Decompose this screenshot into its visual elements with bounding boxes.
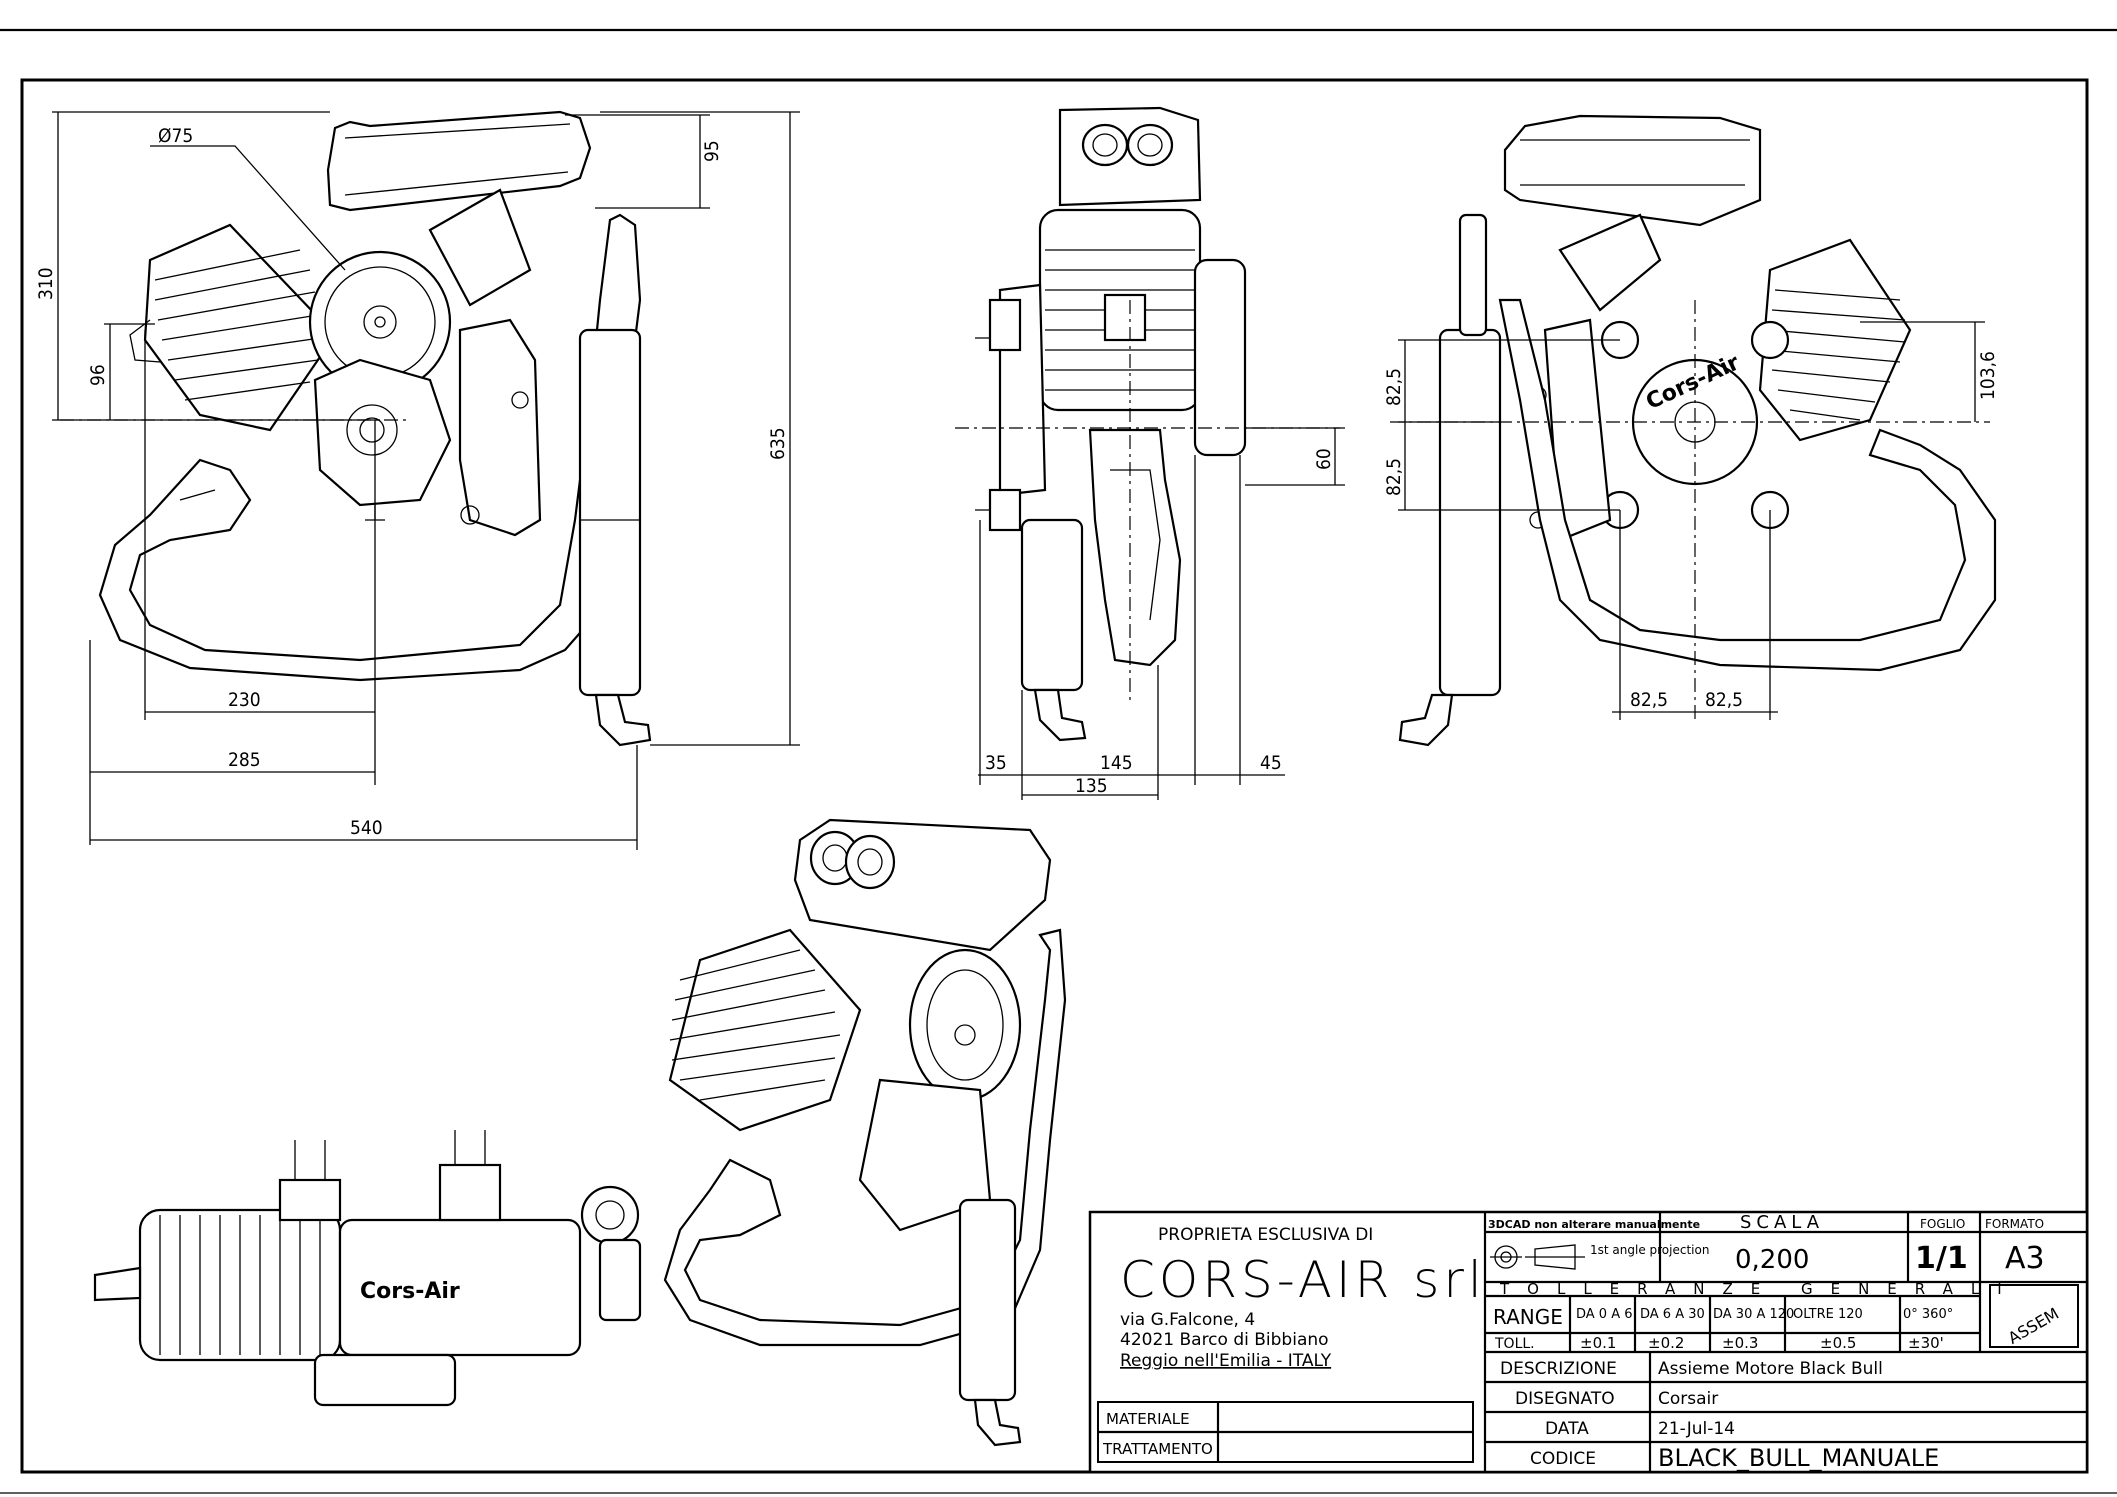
crankcase-side xyxy=(313,358,452,507)
tol-2: ±0.3 xyxy=(1722,1334,1758,1352)
dim-82-5-right: 82,5 xyxy=(1705,689,1743,711)
first-angle-projection-icon xyxy=(1490,1244,1585,1270)
engine-isometric-view xyxy=(663,818,1067,1447)
dim-bore-diameter: Ø75 xyxy=(158,125,193,147)
owner-caption: PROPRIETA ESCLUSIVA DI xyxy=(1158,1225,1373,1245)
title-block: PROPRIETA ESCLUSIVA DI CORS-AIR srl via … xyxy=(1088,1210,2089,1474)
range-1: DA 6 A 30 xyxy=(1640,1307,1705,1322)
dim-635: 635 xyxy=(767,427,789,460)
dim-96: 96 xyxy=(87,364,109,386)
silencer-side xyxy=(578,328,642,697)
data-label: DATA xyxy=(1545,1419,1589,1439)
foglio-label: FOGLIO xyxy=(1920,1217,1965,1231)
dim-145: 145 xyxy=(1100,752,1133,774)
dim-103-6: 103,6 xyxy=(1977,351,1999,400)
tol-1: ±0.2 xyxy=(1648,1334,1684,1352)
codice-value: BLACK_BULL_MANUALE xyxy=(1658,1444,1939,1472)
drawing-border xyxy=(20,78,2089,1474)
exhaust-rear xyxy=(1498,298,1997,672)
exhaust-side xyxy=(98,213,642,682)
scala-label: SCALA xyxy=(1740,1212,1824,1233)
dim-35: 35 xyxy=(985,752,1007,774)
front-view-dimensions: 60 35 145 45 135 xyxy=(978,427,1345,800)
dim-230: 230 xyxy=(228,689,261,711)
silencer-front xyxy=(1020,518,1084,692)
trattamento-label: TRATTAMENTO xyxy=(1102,1440,1213,1458)
formato-value: A3 xyxy=(2005,1241,2045,1276)
range-0: DA 0 A 6 xyxy=(1576,1307,1633,1322)
range-label: RANGE xyxy=(1493,1305,1563,1329)
descrizione-value: Assieme Motore Black Bull xyxy=(1658,1359,1883,1379)
engine-rear-view: Cors-Air 82,5 82,5 103,6 82 xyxy=(1383,114,1999,747)
codice-label: CODICE xyxy=(1530,1449,1596,1469)
address-line-1: via G.Falcone, 4 xyxy=(1120,1310,1255,1330)
cylinder-iso xyxy=(668,928,862,1132)
range-2: DA 30 A 120 xyxy=(1713,1307,1794,1322)
dim-285: 285 xyxy=(228,749,261,771)
rear-view-dimensions: 82,5 82,5 103,6 82,5 82,5 xyxy=(1383,321,1999,720)
exhaust-iso xyxy=(663,928,1067,1347)
cylinder-rear xyxy=(1758,238,1912,442)
dim-95: 95 xyxy=(701,140,723,162)
cors-air-logo-top: Cors-Air xyxy=(360,1279,460,1304)
foglio-value: 1/1 xyxy=(1915,1241,1968,1276)
airbox-side xyxy=(326,110,592,212)
dim-82-5-bottom: 82,5 xyxy=(1383,458,1405,496)
dim-135: 135 xyxy=(1075,775,1108,797)
cylinder-side xyxy=(129,223,337,432)
scala-value: 0,200 xyxy=(1735,1245,1809,1275)
exhaust-front xyxy=(1088,428,1182,667)
projection-label: 1st angle projection xyxy=(1590,1243,1709,1257)
tolleranze-header: TOLLERANZE GENERALI xyxy=(1499,1280,2020,1298)
toll-label: TOLL. xyxy=(1494,1336,1535,1352)
range-3: OLTRE 120 xyxy=(1793,1307,1863,1322)
descrizione-label: DESCRIZIONE xyxy=(1500,1359,1617,1379)
tol-4: ±30' xyxy=(1908,1334,1944,1352)
disegnato-label: DISEGNATO xyxy=(1515,1389,1615,1409)
cad-note: 3DCAD non alterare manualmente xyxy=(1488,1218,1700,1231)
dim-82-5-top: 82,5 xyxy=(1383,368,1405,406)
mount-bracket-side xyxy=(458,318,542,537)
range-4: 0° 360° xyxy=(1903,1307,1953,1322)
silencer-rear xyxy=(1438,328,1502,697)
disegnato-value: Corsair xyxy=(1658,1389,1718,1409)
engine-side-view: Ø75 95 310 96 635 230 xyxy=(35,110,800,850)
airbox-front xyxy=(1058,106,1202,207)
dim-82-5-left: 82,5 xyxy=(1630,689,1668,711)
engine-front-view: 60 35 145 45 135 xyxy=(955,106,1345,800)
tol-3: ±0.5 xyxy=(1820,1334,1856,1352)
airbox-rear xyxy=(1503,114,1762,227)
tol-0: ±0.1 xyxy=(1580,1334,1616,1352)
data-value: 21-Jul-14 xyxy=(1658,1419,1735,1439)
pulley-front xyxy=(1193,258,1247,457)
silencer-iso xyxy=(958,1198,1017,1402)
side-view-dimensions: Ø75 95 310 96 635 230 xyxy=(35,111,800,850)
dim-45: 45 xyxy=(1260,752,1282,774)
tailpipe-side xyxy=(594,693,652,747)
dim-310: 310 xyxy=(35,267,57,300)
dim-60: 60 xyxy=(1313,448,1335,470)
engine-top-view: Cors-Air xyxy=(93,1130,642,1407)
company-name: CORS-AIR srl xyxy=(1120,1251,1486,1309)
address-line-2: 42021 Barco di Bibbiano xyxy=(1120,1330,1329,1350)
dim-540: 540 xyxy=(350,817,383,839)
materiale-label: MATERIALE xyxy=(1106,1410,1190,1428)
carburettor-side xyxy=(428,188,532,307)
formato-label: FORMATO xyxy=(1985,1217,2044,1231)
address-line-3: Reggio nell'Emilia - ITALY xyxy=(1120,1351,1332,1371)
